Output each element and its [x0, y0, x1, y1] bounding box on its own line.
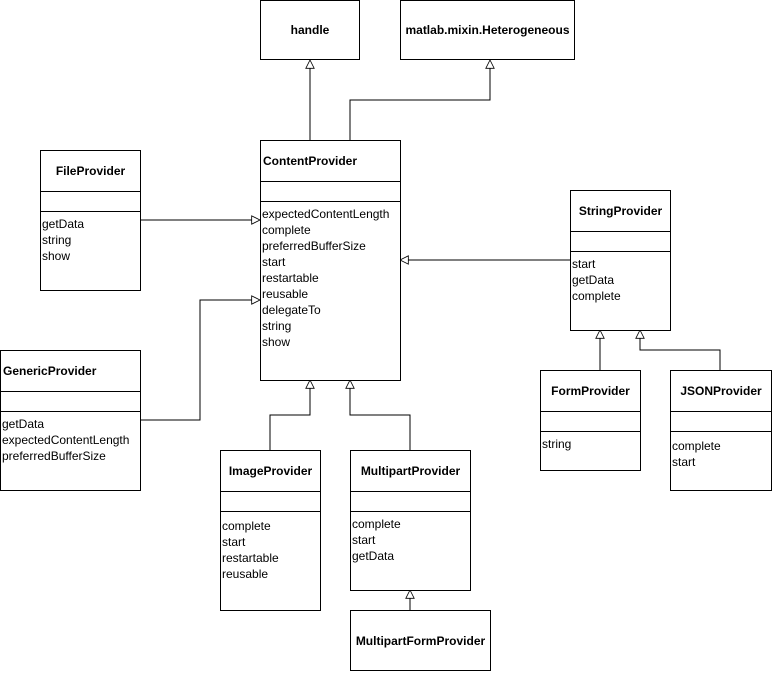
class-heterogeneous[interactable]: matlab.mixin.Heterogeneous — [400, 0, 575, 60]
class-imageprovider-name: ImageProvider — [221, 451, 320, 492]
class-multipartformprovider[interactable]: MultipartFormProvider — [350, 610, 491, 671]
method-item: restartable — [262, 271, 319, 285]
method-item: getData — [42, 217, 85, 231]
class-handle[interactable]: handle — [260, 0, 360, 60]
class-formprovider-attributes — [541, 412, 640, 432]
class-multipartprovider[interactable]: MultipartProvider complete start getData — [350, 450, 471, 591]
class-jsonprovider-name: JSONProvider — [671, 371, 771, 412]
class-fileprovider-name: FileProvider — [41, 151, 140, 192]
class-multipartformprovider-name: MultipartFormProvider — [355, 633, 486, 648]
edge-contentprovider-heterogeneous — [349, 60, 490, 140]
method-item: show — [262, 335, 291, 349]
class-stringprovider[interactable]: StringProvider start getData complete — [570, 190, 671, 331]
method-item: complete — [222, 519, 271, 533]
method-item: restartable — [222, 551, 279, 565]
method-item: complete — [262, 223, 311, 237]
method-item: complete — [672, 439, 721, 453]
method-item: reusable — [222, 567, 269, 581]
class-imageprovider-attributes — [221, 492, 320, 512]
class-formprovider-name: FormProvider — [541, 371, 640, 412]
class-fileprovider-methods: getData string show — [41, 212, 140, 264]
class-formprovider-methods: string — [541, 432, 640, 452]
edge-imageprovider-contentprovider — [269, 380, 310, 450]
method-item: expectedContentLength — [2, 433, 130, 447]
method-item: delegateTo — [262, 303, 321, 317]
method-item: reusable — [262, 287, 309, 301]
method-item: start — [222, 535, 246, 549]
class-jsonprovider-attributes — [671, 412, 771, 432]
class-genericprovider-name: GenericProvider — [1, 351, 140, 392]
class-genericprovider[interactable]: GenericProvider getData expectedContentL… — [0, 350, 141, 491]
method-item: start — [572, 257, 596, 271]
class-genericprovider-attributes — [1, 392, 140, 412]
class-handle-name: handle — [290, 23, 330, 37]
class-formprovider[interactable]: FormProvider string — [540, 370, 641, 471]
class-contentprovider-attributes — [261, 182, 400, 202]
class-heterogeneous-name: matlab.mixin.Heterogeneous — [405, 23, 570, 37]
method-item: preferredBufferSize — [262, 239, 366, 253]
class-multipartprovider-attributes — [351, 492, 470, 512]
edge-jsonprovider-stringprovider — [640, 330, 721, 370]
method-item: show — [42, 249, 71, 263]
edge-multipartprovider-contentprovider — [350, 380, 411, 450]
method-item: expectedContentLength — [262, 207, 390, 221]
method-item: complete — [572, 289, 621, 303]
class-stringprovider-attributes — [571, 232, 670, 252]
method-item: start — [672, 455, 696, 469]
method-item: string — [542, 437, 572, 451]
method-item: getData — [572, 273, 615, 287]
class-contentprovider[interactable]: ContentProvider expectedContentLength co… — [260, 140, 401, 381]
class-genericprovider-methods: getData expectedContentLength preferredB… — [1, 412, 140, 464]
method-item: getData — [2, 417, 45, 431]
class-jsonprovider-methods: complete start — [671, 432, 771, 470]
class-multipartprovider-methods: complete start getData — [351, 512, 470, 564]
class-contentprovider-methods: expectedContentLength complete preferred… — [261, 202, 400, 350]
class-stringprovider-methods: start getData complete — [571, 252, 670, 304]
class-imageprovider-methods: complete start restartable reusable — [221, 512, 320, 582]
method-item: preferredBufferSize — [2, 449, 106, 463]
class-multipartprovider-name: MultipartProvider — [351, 451, 470, 492]
class-imageprovider[interactable]: ImageProvider complete start restartable… — [220, 450, 321, 611]
method-item: string — [262, 319, 292, 333]
method-item: complete — [352, 517, 401, 531]
class-jsonprovider[interactable]: JSONProvider complete start — [670, 370, 772, 491]
class-stringprovider-name: StringProvider — [571, 191, 670, 232]
method-item: start — [262, 255, 286, 269]
method-item: string — [42, 233, 72, 247]
class-contentprovider-name: ContentProvider — [261, 141, 400, 182]
edge-genericprovider-contentprovider — [140, 300, 260, 421]
method-item: getData — [352, 549, 395, 563]
class-fileprovider-attributes — [41, 192, 140, 212]
class-fileprovider[interactable]: FileProvider getData string show — [40, 150, 141, 291]
method-item: start — [352, 533, 376, 547]
